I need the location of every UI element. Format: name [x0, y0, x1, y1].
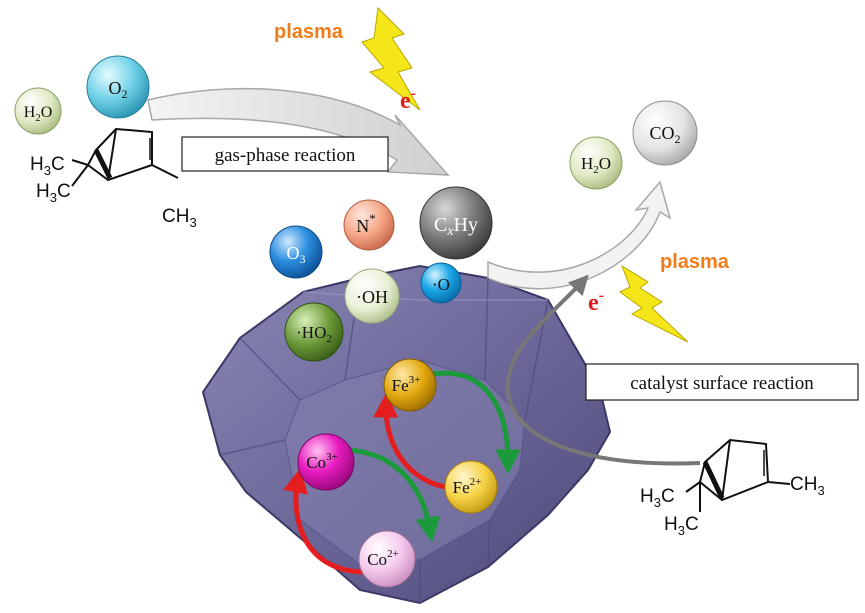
- lightning-icon-top: [361, 6, 421, 111]
- svg-text:Fe3+: Fe3+: [392, 374, 421, 395]
- svg-text:O3: O3: [287, 243, 306, 266]
- svg-text:CxHy: CxHy: [434, 214, 478, 239]
- sphere-o-radical: ·O: [420, 262, 462, 304]
- sphere-o2-reactant: O2: [86, 55, 150, 119]
- sphere-fe3: Fe3+: [383, 358, 437, 412]
- svg-text:·OH: ·OH: [356, 287, 388, 307]
- svg-text:·HO2: ·HO2: [296, 323, 332, 345]
- sphere-oh-radical: ·OH: [344, 268, 400, 324]
- sphere-n-star: N*: [343, 199, 395, 251]
- svg-text:H2O: H2O: [24, 104, 53, 124]
- pinene-molecule-left: [71, 127, 179, 187]
- sphere-cxhy: CxHy: [419, 186, 493, 260]
- sphere-fe2: Fe2+: [444, 460, 498, 514]
- svg-text:·O: ·O: [432, 275, 450, 294]
- svg-text:O2: O2: [109, 78, 128, 101]
- sphere-co2-ion: Co2+: [358, 530, 416, 588]
- sphere-ho2-radical: ·HO2: [284, 302, 344, 362]
- sphere-co3: Co3+: [297, 433, 355, 491]
- svg-text:Co2+: Co2+: [367, 548, 399, 569]
- catalyst-box: catalyst surface reaction: [585, 363, 859, 401]
- svg-text:CO2: CO2: [649, 123, 680, 146]
- svg-text:Co3+: Co3+: [306, 451, 338, 472]
- h3c-label-a: H3C: [30, 154, 65, 178]
- svg-text:N*: N*: [356, 211, 376, 236]
- sphere-co2-product: CO2: [632, 100, 698, 166]
- h3c-label-b: H3C: [36, 181, 71, 205]
- redox-cycle-arrows: [283, 370, 521, 575]
- pinene-molecule-right: [685, 438, 791, 512]
- gas-phase-arrow: [147, 87, 450, 176]
- catalyst-label: catalyst surface reaction: [630, 373, 814, 394]
- sphere-h2o-reactant: H2O: [14, 87, 62, 135]
- svg-text:H2O: H2O: [581, 154, 611, 176]
- lightning-icon-right: [619, 264, 689, 343]
- plasma-label-right: plasma: [660, 251, 730, 273]
- electron-label-top: e-: [400, 85, 416, 114]
- h3c-label-d: H3C: [664, 514, 699, 538]
- electron-label-right: e-: [588, 287, 604, 316]
- product-arrow: [487, 180, 672, 290]
- sphere-o3: O3: [269, 225, 323, 279]
- sphere-h2o-product: H2O: [569, 136, 623, 190]
- ch3-label-a: CH3: [162, 206, 197, 230]
- svg-text:Fe2+: Fe2+: [453, 476, 482, 497]
- h3c-label-c: H3C: [640, 486, 675, 510]
- adsorption-arrow: [505, 274, 701, 466]
- plasma-label-top: plasma: [274, 21, 344, 43]
- gas-phase-label: gas-phase reaction: [215, 145, 356, 166]
- ch3-label-b: CH3: [790, 474, 825, 498]
- gas-phase-box: gas-phase reaction: [181, 136, 389, 172]
